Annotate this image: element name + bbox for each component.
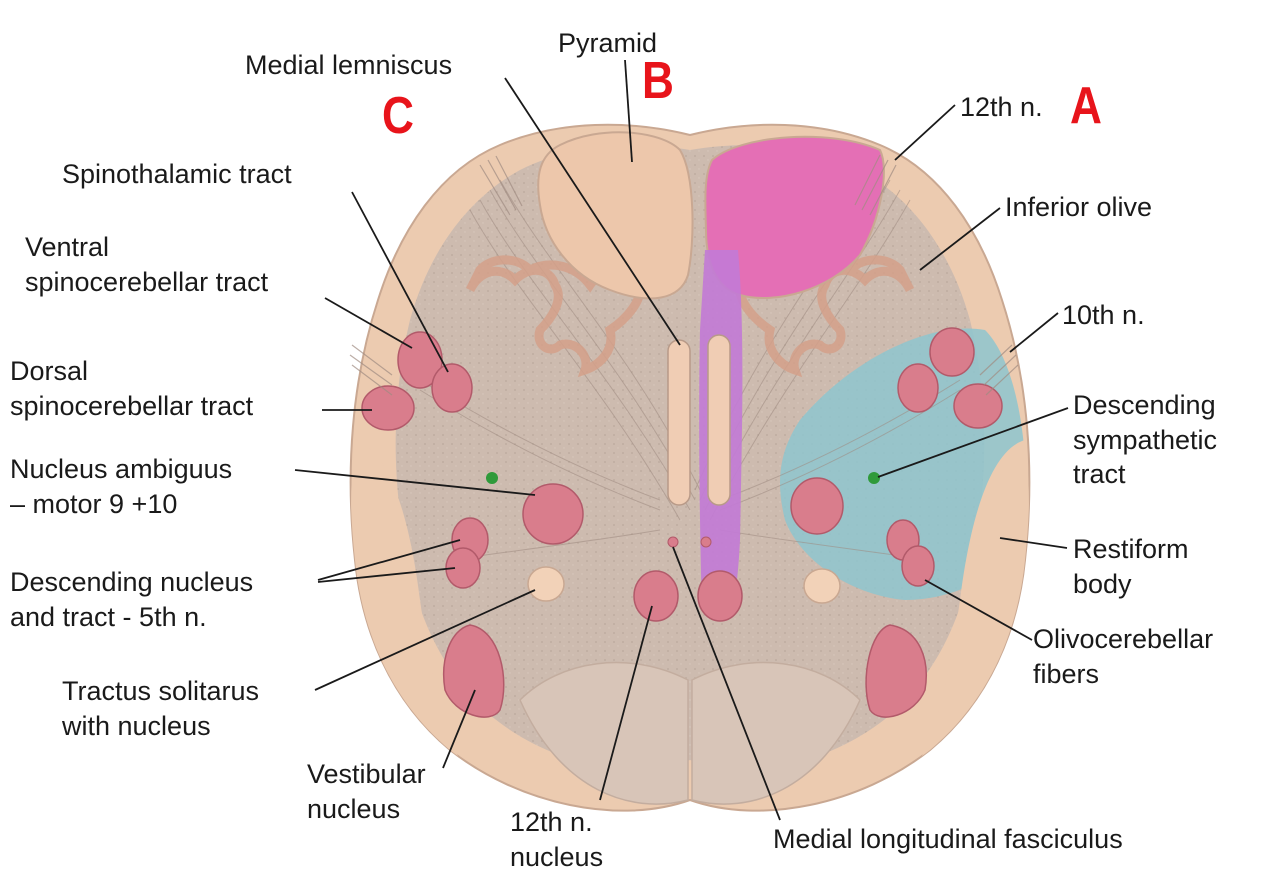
label-ventral-line2: spinocerebellar tract xyxy=(25,266,269,297)
label-desc-symp-line1: Descending xyxy=(1073,390,1216,420)
label-olivocerebellar: Olivocerebellar fibers xyxy=(1033,622,1213,691)
label-vestibular-line2: nucleus xyxy=(307,793,401,824)
label-descending-sympathetic: Descending sympathetic tract xyxy=(1073,388,1217,492)
leader-10th-nerve xyxy=(1009,312,1059,353)
label-vestibular-nucleus: Vestibular nucleus xyxy=(307,757,426,826)
label-ventral-spinocerebellar: Ventral spinocerebellar tract xyxy=(25,230,268,299)
leader-olivocerebellar xyxy=(924,579,1033,641)
label-dorsal-line2: spinocerebellar tract xyxy=(10,390,254,421)
label-ventral-line1: Ventral xyxy=(25,232,110,262)
tractus-solitarus-right xyxy=(803,568,841,604)
label-10th-nerve: 10th n. xyxy=(1062,300,1145,330)
label-nucleus-ambiguus: Nucleus ambiguus – motor 9 +10 xyxy=(10,452,232,521)
label-restiform-body: Restiform body xyxy=(1073,532,1189,601)
marker-b: B xyxy=(642,52,674,110)
label-12th-nucleus-line2: nucleus xyxy=(510,841,604,872)
leader-ventral-spinocerebellar xyxy=(324,297,413,349)
pyramid-right-highlight xyxy=(704,135,885,299)
leader-restiform xyxy=(999,537,1068,549)
dorsal-lobe-left xyxy=(519,661,689,805)
label-spinothalamic: Spinothalamic tract xyxy=(62,159,292,189)
olive-nucleus-right-a xyxy=(929,327,975,377)
mlf-dot-left xyxy=(667,536,679,548)
leader-mlf xyxy=(672,546,781,821)
leader-inferior-olive xyxy=(919,207,1001,271)
leader-spinothalamic xyxy=(351,191,449,373)
label-12th-nerve: 12th n. xyxy=(960,92,1043,122)
label-medial-lemniscus: Medial lemniscus xyxy=(245,50,453,80)
label-solitarus-line2: with nucleus xyxy=(62,710,211,741)
vestibular-nucleus-right xyxy=(865,624,927,718)
sympathetic-dot-left xyxy=(486,472,498,484)
label-mlf: Medial longitudinal fasciculus xyxy=(773,824,1123,854)
medial-lemniscus-left xyxy=(667,339,691,506)
label-olivocerebellar-line2: fibers xyxy=(1033,658,1100,689)
leader-vestibular xyxy=(442,689,476,769)
spinothalamic-nucleus xyxy=(431,363,473,413)
label-12th-nucleus-line1: 12th n. xyxy=(510,807,593,837)
olive-nucleus-right-c xyxy=(953,383,1003,429)
label-olivocerebellar-line1: Olivocerebellar xyxy=(1033,624,1214,654)
leader-medial-lemniscus xyxy=(504,77,681,346)
leader-descending-nucleus-b xyxy=(317,567,456,583)
label-desc-symp-line2: sympathetic xyxy=(1073,424,1218,455)
descending-nucleus-lower xyxy=(445,547,481,589)
mlf-dot-right xyxy=(700,536,712,548)
label-dorsal-spinocerebellar: Dorsal spinocerebellar tract xyxy=(10,354,253,423)
inferior-olive-left xyxy=(465,255,646,378)
label-dorsal-line1: Dorsal xyxy=(10,356,89,386)
leader-descending-nucleus-a xyxy=(317,539,461,581)
label-pyramid: Pyramid xyxy=(558,28,658,58)
olive-nucleus-right-b xyxy=(897,363,939,413)
leader-12th-nucleus xyxy=(599,605,653,801)
label-desc-nucleus-line1: Descending nucleus xyxy=(10,567,254,597)
label-tractus-solitarus: Tractus solitarus with nucleus xyxy=(62,674,259,743)
label-desc-nucleus-line2: and tract - 5th n. xyxy=(10,601,207,632)
leader-solitarus xyxy=(314,589,536,691)
leader-pyramid xyxy=(624,59,633,163)
dorsal-lobe-right xyxy=(691,661,861,805)
restiform-nucleus-right-b xyxy=(901,545,935,587)
label-restiform-line2: body xyxy=(1073,568,1132,599)
label-desc-symp-line3: tract xyxy=(1073,459,1126,490)
pyramid-left xyxy=(537,131,694,300)
label-solitarus-line1: Tractus solitarus xyxy=(62,676,260,706)
twelfth-nerve-nucleus-right xyxy=(697,570,743,622)
label-vestibular-line1: Vestibular xyxy=(307,759,426,789)
label-ambiguus-line1: Nucleus ambiguus xyxy=(10,454,233,484)
vestibular-nucleus-left xyxy=(443,624,505,718)
marker-a: A xyxy=(1070,77,1102,135)
medial-lemniscus-right xyxy=(707,334,731,506)
dorsal-spinocerebellar-nucleus xyxy=(361,385,415,431)
restiform-body-right xyxy=(920,440,1030,760)
label-ambiguus-line2: – motor 9 +10 xyxy=(10,488,178,519)
label-descending-nucleus: Descending nucleus and tract - 5th n. xyxy=(10,565,253,634)
nucleus-ambiguus-right xyxy=(790,477,844,535)
leader-nucleus-ambiguus xyxy=(294,469,536,496)
sympathetic-dot-right xyxy=(868,472,880,484)
leader-12th-nerve xyxy=(894,104,956,161)
tractus-solitarus-left xyxy=(527,566,565,602)
nucleus-ambiguus-left xyxy=(522,483,584,545)
label-inferior-olive: Inferior olive xyxy=(1005,192,1153,222)
label-12th-nerve-nucleus: 12th n. nucleus xyxy=(510,805,603,874)
leader-descending-sympathetic xyxy=(877,407,1069,478)
twelfth-nerve-nucleus-left xyxy=(633,570,679,622)
restiform-body-left xyxy=(350,440,460,760)
marker-c: C xyxy=(382,87,414,145)
label-restiform-line1: Restiform xyxy=(1073,534,1189,564)
